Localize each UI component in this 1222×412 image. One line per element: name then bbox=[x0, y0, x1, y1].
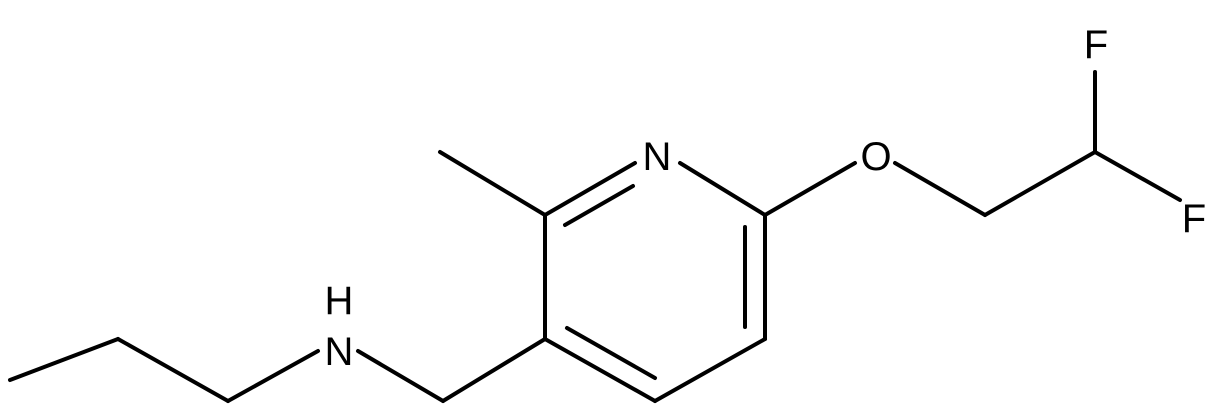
atom-label-fluorine-right: F bbox=[1182, 197, 1206, 241]
bonds bbox=[8, 70, 1182, 403]
bond-methylene-ring bbox=[441, 337, 547, 403]
bond-ring-n1-c6 bbox=[678, 161, 767, 217]
bond-ring-oxygen bbox=[763, 161, 857, 217]
bond-propyl-ch2-nh bbox=[226, 349, 320, 403]
bond-propyl-ch2-ch2 bbox=[116, 337, 230, 403]
bond-ring-c2-n1-double bbox=[563, 184, 635, 227]
bond-propyl-ch3-ch2 bbox=[8, 337, 120, 382]
atom-label-oxygen: O bbox=[860, 135, 891, 179]
bond-ring-c4-c3-double bbox=[565, 326, 657, 380]
bond-chf2-f-right bbox=[1093, 150, 1182, 202]
atom-label-ring-nitrogen: N bbox=[643, 135, 672, 179]
atom-label-amine-hydrogen: H bbox=[325, 279, 354, 323]
bond-nh-methylene bbox=[356, 349, 445, 403]
bond-ring-c5-c4 bbox=[653, 337, 767, 403]
bond-ch2-chf2 bbox=[983, 150, 1097, 217]
bond-ring-c4-c3 bbox=[543, 337, 657, 403]
atom-labels: N O F F H N bbox=[325, 23, 1207, 374]
atom-label-amine-nitrogen: N bbox=[325, 330, 354, 374]
bond-methyl bbox=[438, 150, 547, 217]
atom-label-fluorine-top: F bbox=[1084, 23, 1108, 67]
bond-ring-c2-n1 bbox=[543, 161, 637, 217]
bond-oxygen-ch2 bbox=[893, 161, 987, 217]
